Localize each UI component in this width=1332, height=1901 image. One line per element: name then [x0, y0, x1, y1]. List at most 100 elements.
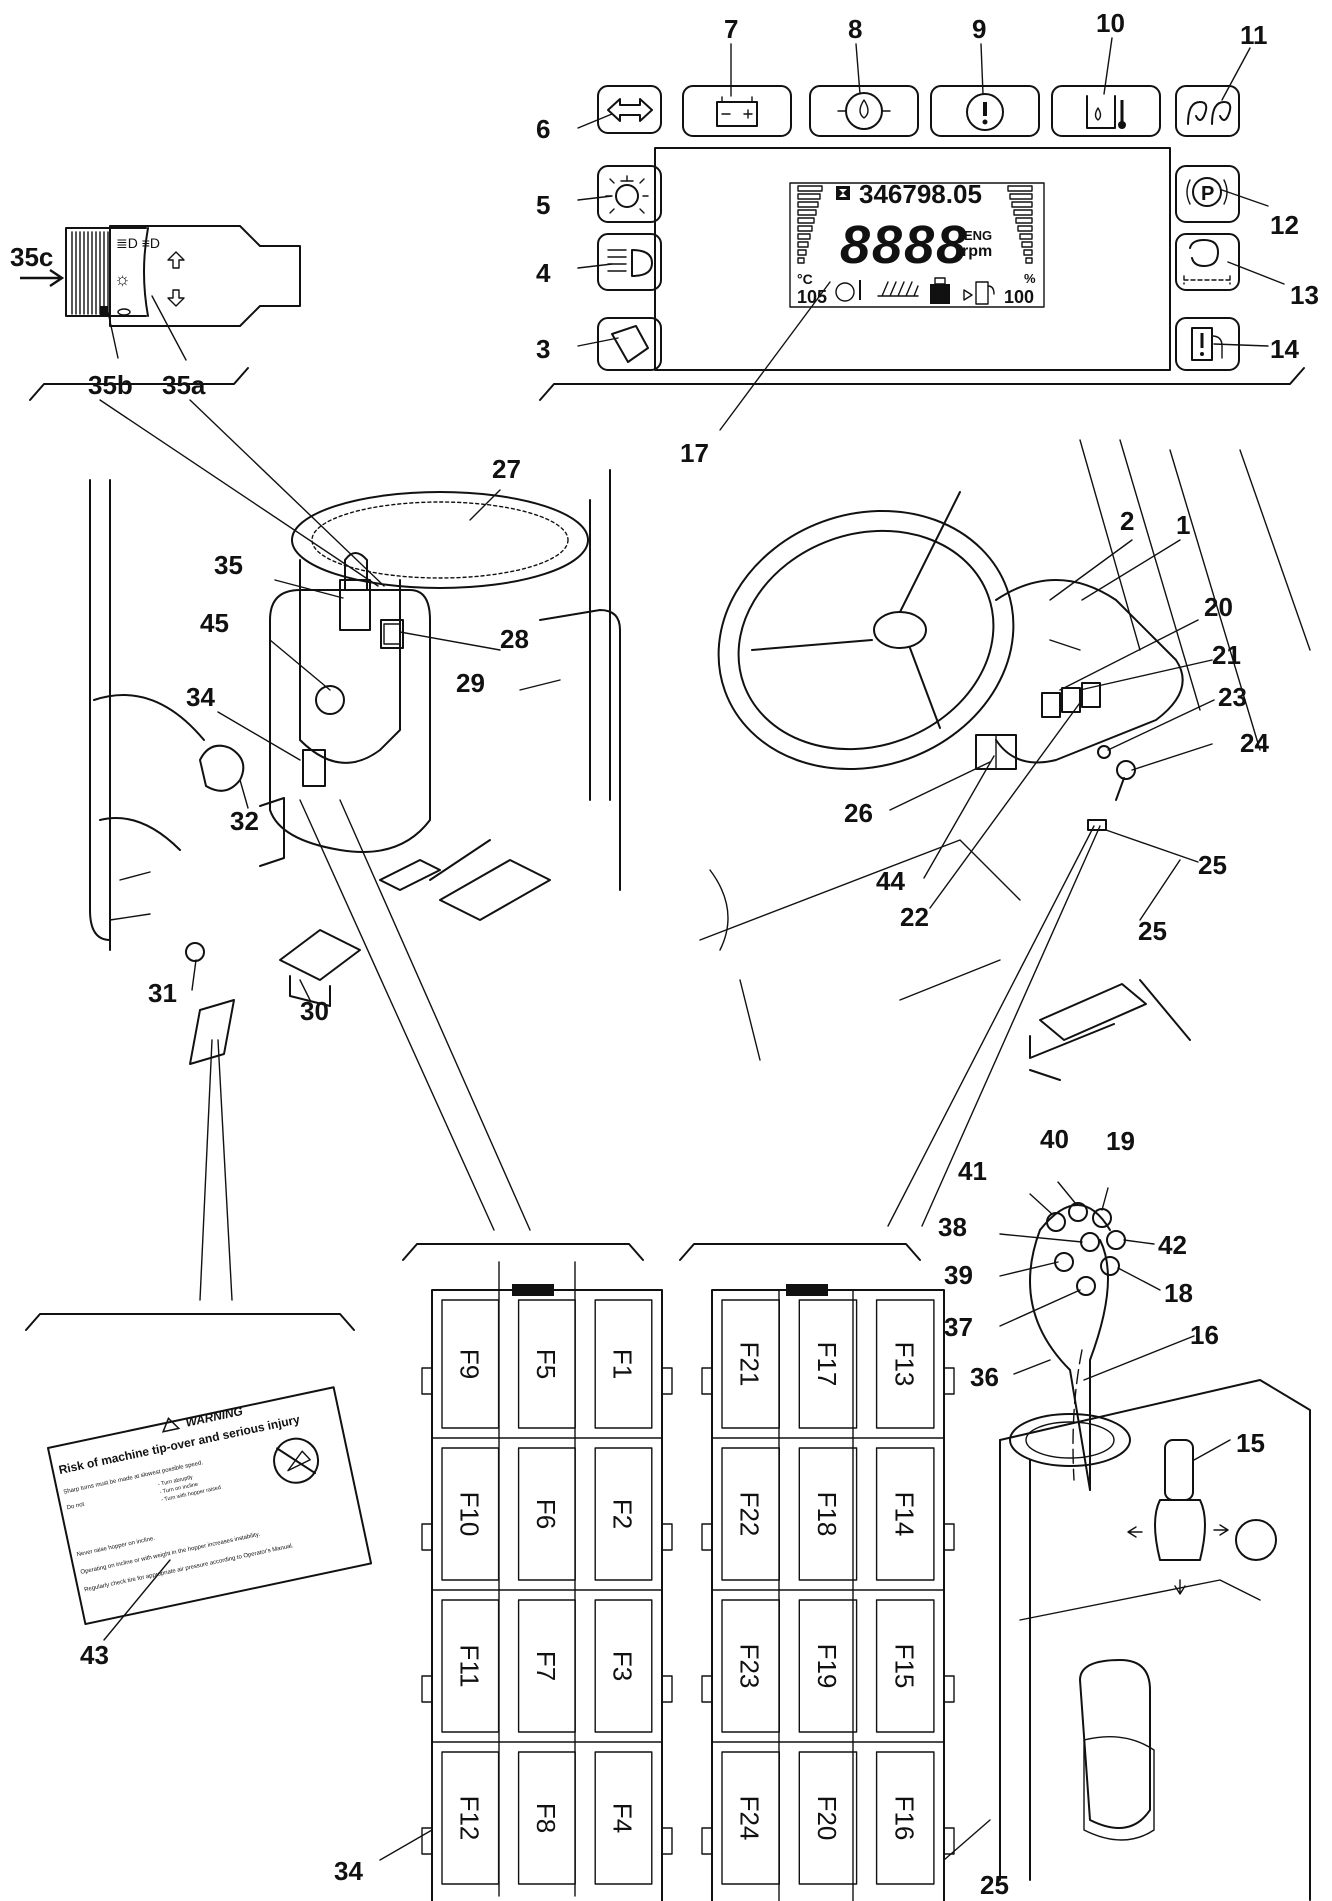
button-39 — [1054, 1252, 1074, 1272]
leader-44 — [103, 1559, 171, 1641]
fuse-right-label-f20: F20 — [812, 1796, 842, 1841]
fuse-left-slot-f7 — [517, 1599, 576, 1733]
callout-44: 43 — [80, 1640, 109, 1670]
fuse-left-bracket — [402, 1243, 644, 1261]
decal-bracket — [25, 1313, 355, 1331]
temp-value: 105 — [797, 287, 827, 307]
button-4-frame — [597, 233, 662, 291]
direction-lever — [344, 552, 368, 591]
steering-wheel-right — [717, 509, 1015, 771]
fuse-right-slot-f23 — [721, 1599, 780, 1733]
fuse-right-label-f19: F19 — [812, 1644, 842, 1689]
seat-back — [539, 609, 621, 891]
decal-do-not: Do not — [66, 1502, 85, 1512]
fuse-right-slot-f24 — [721, 1751, 780, 1885]
console-knob — [1235, 1519, 1277, 1561]
engine-warning-icon — [966, 93, 1004, 131]
armrest — [1079, 1659, 1151, 1829]
leader-45 — [269, 639, 331, 691]
light-icon: ☼ — [114, 269, 131, 289]
switch-20 — [1041, 692, 1061, 718]
fuse-left-slot-f12 — [441, 1751, 500, 1885]
fuse-left-slot-f4 — [594, 1751, 653, 1885]
leader-fuse-left-a — [299, 799, 495, 1231]
rpm-unit-bottom: rpm — [962, 243, 992, 260]
hour-meter-value: 346798.05 — [859, 179, 982, 209]
fuse-right-label-f17: F17 — [812, 1342, 842, 1387]
panel-leaders — [577, 37, 1285, 431]
callout-29: 28 — [500, 624, 529, 654]
button-10-frame — [1051, 85, 1161, 137]
key-switch-24 — [1116, 760, 1136, 780]
callout-25-bottom: 25 — [980, 1870, 1009, 1900]
instrument-panel: P — [539, 85, 1305, 401]
button-9-frame — [930, 85, 1040, 137]
knurled-ring — [71, 231, 109, 315]
leader-32 — [191, 959, 197, 991]
armrest-pad — [1083, 1735, 1155, 1841]
fuse-left-label-f5: F5 — [531, 1349, 561, 1379]
glow-plug-icon — [1187, 101, 1232, 125]
button-12-frame — [1175, 165, 1240, 223]
callout-19: 19 — [1106, 1126, 1135, 1156]
callout-11: 11 — [1240, 20, 1268, 50]
throttle-15-base — [1154, 1499, 1206, 1561]
left-cab-view — [89, 469, 621, 1301]
callout-2: 2 — [1120, 506, 1134, 536]
button-40 — [1068, 1202, 1088, 1222]
callout-8: 8 — [848, 14, 862, 44]
fuse-left-label-f4: F4 — [608, 1803, 638, 1833]
callout-36: 36 — [970, 1362, 999, 1392]
callout-3: 3 — [536, 334, 550, 364]
callout-34-top: 34 — [186, 682, 215, 712]
fuse-left-label-f8: F8 — [531, 1803, 561, 1833]
steering-hub — [873, 611, 927, 649]
callout-22: 22 — [900, 902, 929, 932]
hopper-tilt-icon — [611, 325, 649, 363]
fuse-left-label-f12: F12 — [454, 1796, 484, 1841]
fuse-left-slot-f8 — [517, 1751, 576, 1885]
steering-spokes — [751, 491, 961, 729]
horn-button-45 — [315, 685, 345, 715]
callout-18: 18 — [1164, 1278, 1193, 1308]
button-13-frame — [1175, 233, 1240, 291]
button-14-frame — [1175, 317, 1240, 371]
fuse-right-slot-f15 — [875, 1599, 935, 1733]
parking-brake-icon: P — [1186, 177, 1228, 207]
button-11-frame — [1175, 85, 1240, 137]
down-arrow-icon — [167, 289, 185, 307]
fuse-left-label-f7: F7 — [531, 1651, 561, 1681]
cab-floor-lines — [109, 871, 151, 921]
fuse-right-slot-f18 — [798, 1447, 858, 1581]
rocker-switch-34 — [302, 749, 326, 787]
callout-20: 20 — [1204, 592, 1233, 622]
fuse-right-label-f16: F16 — [889, 1796, 919, 1841]
fuse-right-slot-f14 — [875, 1447, 935, 1581]
switch-22 — [1081, 682, 1101, 708]
column-side — [259, 797, 285, 867]
brush-icon — [877, 281, 919, 297]
ignition-33 — [199, 744, 245, 792]
button-5-frame — [597, 165, 662, 223]
switch-mark — [100, 306, 108, 316]
callout-4: 4 — [536, 258, 551, 288]
beam-icon: ≣D ≡D — [116, 235, 160, 251]
leader-fuse-left-b — [339, 799, 531, 1231]
fuse-left-slot-f5 — [517, 1299, 576, 1429]
cab-dash-left — [93, 694, 205, 851]
fuse-left-label-f1: F1 — [608, 1349, 638, 1379]
fuel-warning-icon — [1191, 327, 1223, 361]
left-bargraph — [797, 185, 823, 264]
fuse-right-slot-f21 — [721, 1299, 780, 1429]
dash-console — [995, 579, 1184, 764]
work-light-icon — [605, 175, 649, 214]
no-tipping-icon — [273, 1437, 320, 1484]
steering-column — [299, 559, 401, 764]
leader-28 — [469, 489, 501, 521]
leader-20 — [1059, 619, 1199, 691]
column-cover — [269, 589, 431, 853]
callout-25-top: 25 — [1198, 850, 1227, 880]
brake-pedal-31 — [279, 929, 361, 1007]
button-7-frame — [682, 85, 792, 137]
